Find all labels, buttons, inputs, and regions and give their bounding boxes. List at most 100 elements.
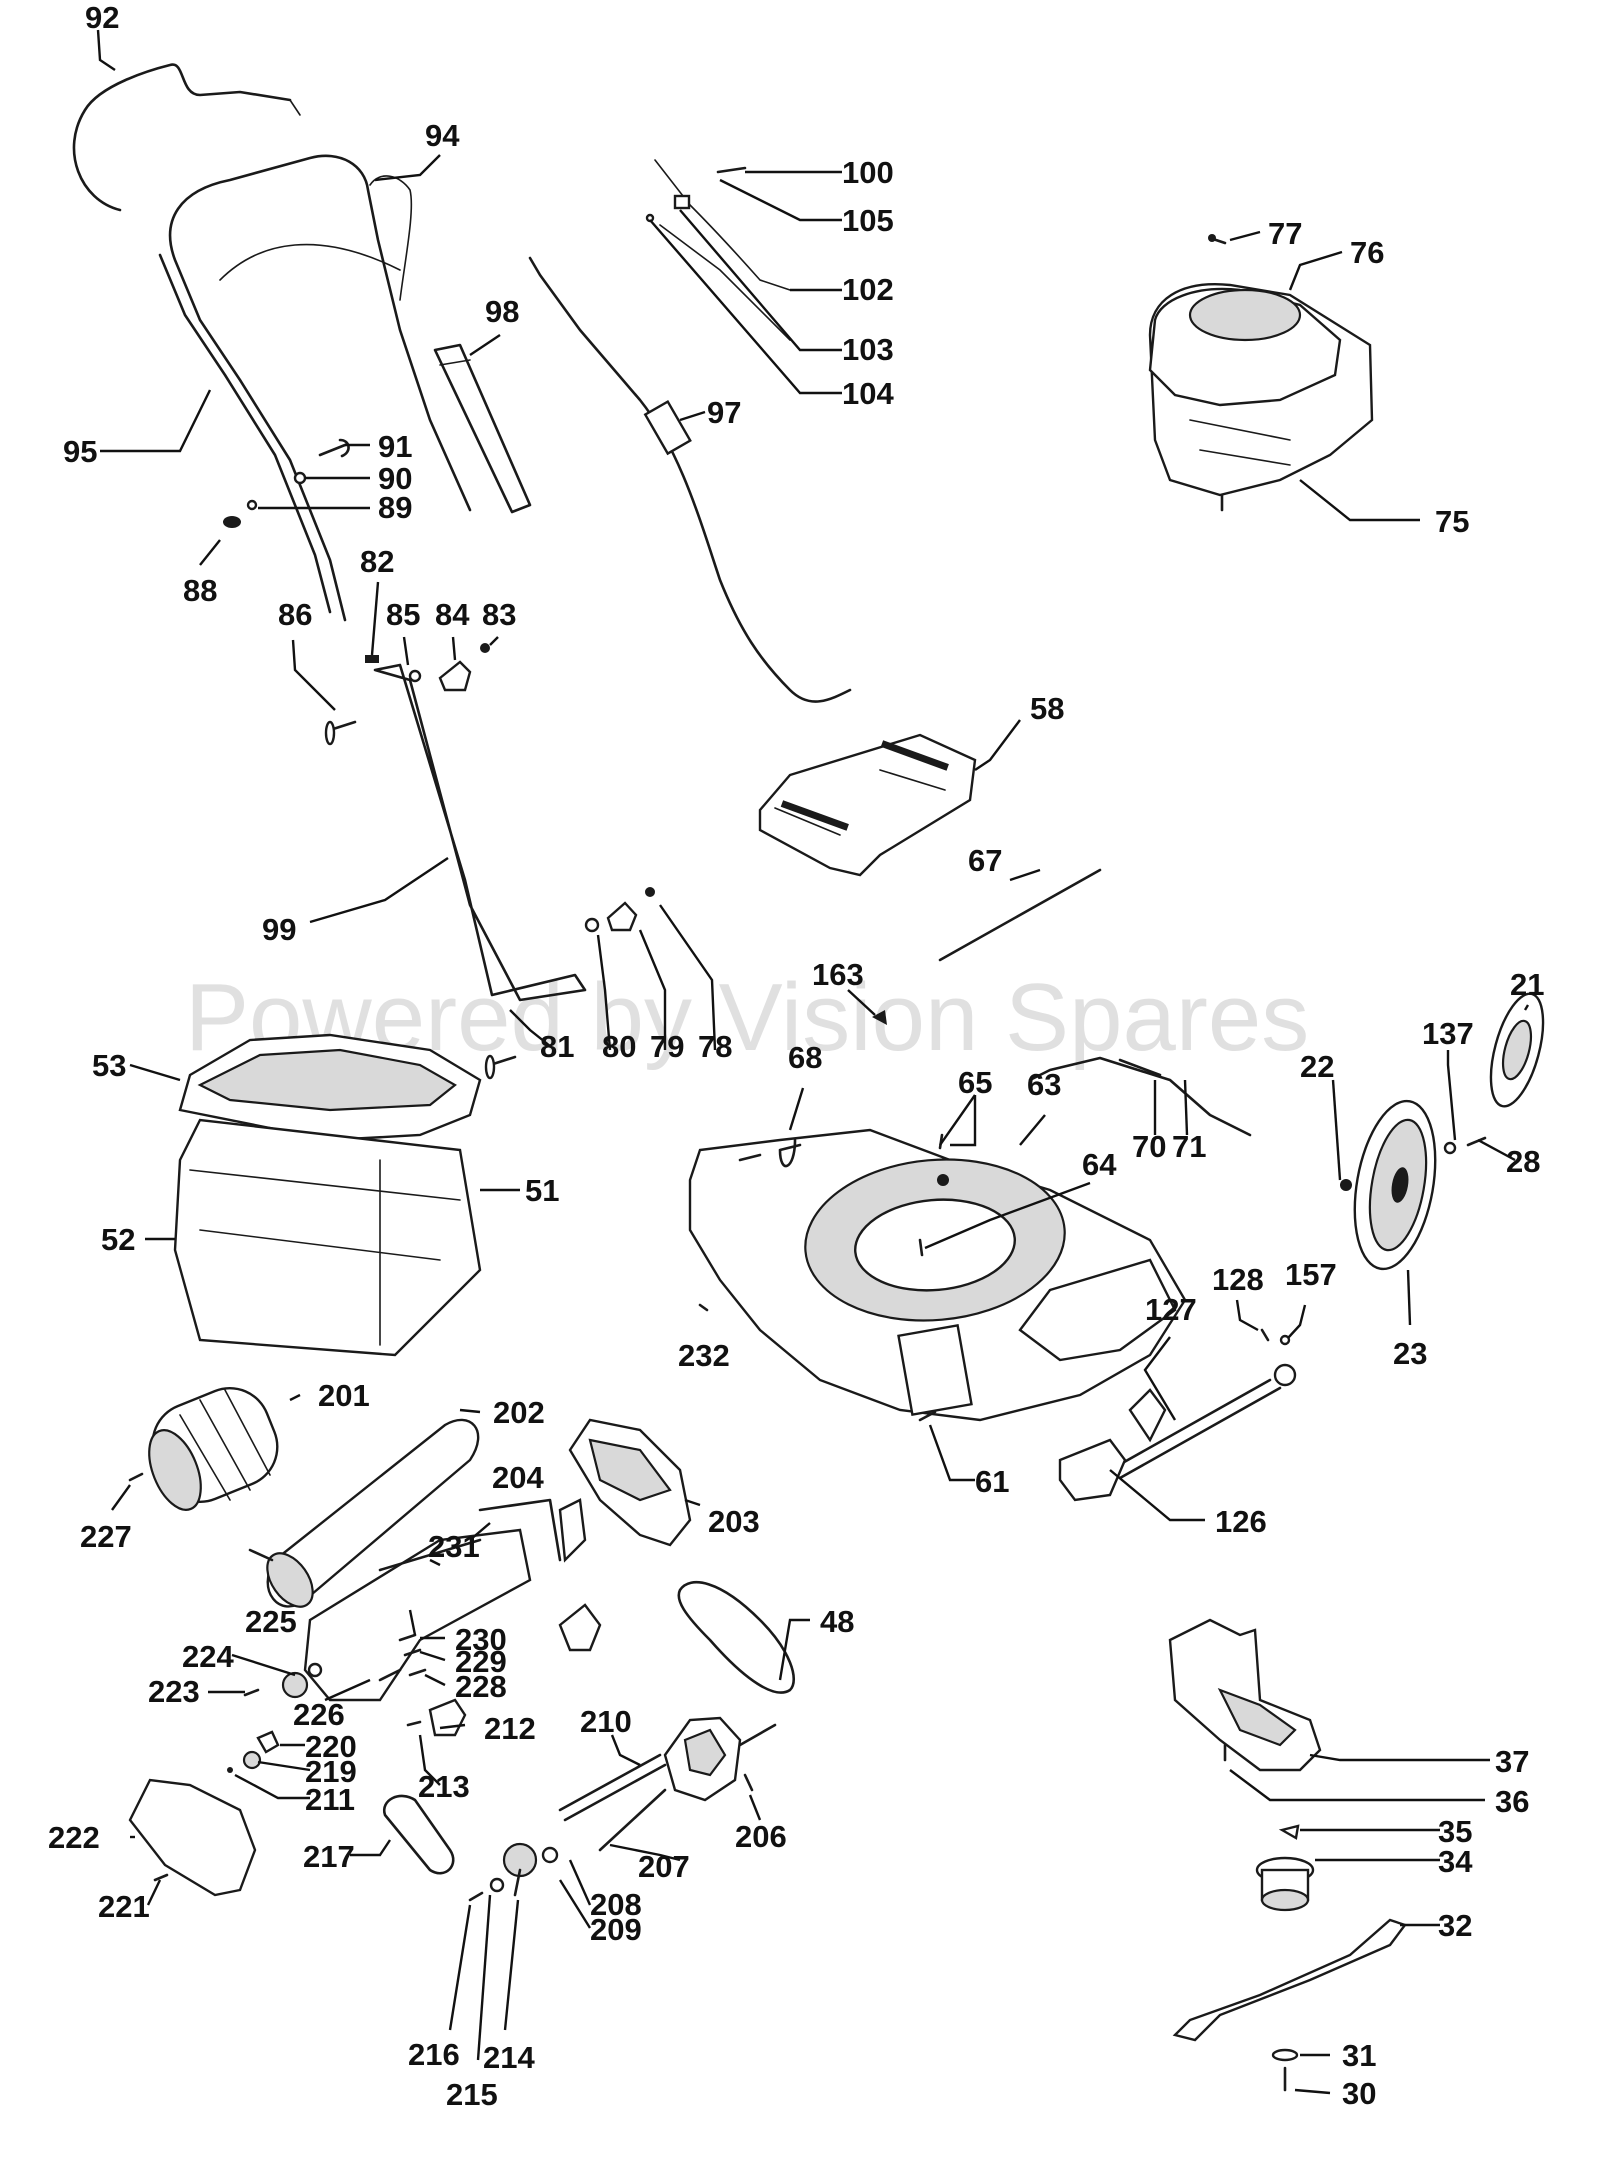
part-label-207: 207	[638, 1849, 690, 1884]
part-wheel-23	[1353, 1099, 1437, 1271]
part-label-77: 77	[1268, 216, 1302, 251]
part-nut-88	[223, 516, 241, 528]
part-bolt-230	[398, 1633, 417, 1642]
part-label-231: 231	[428, 1529, 480, 1564]
part-cable-102	[654, 159, 791, 291]
part-label-102: 102	[842, 272, 894, 307]
part-label-32: 32	[1438, 1908, 1472, 1943]
part-roller-201	[148, 1387, 279, 1511]
part-lever-71	[1028, 1056, 1252, 1137]
part-label-209: 209	[590, 1912, 642, 1947]
part-label-88: 88	[183, 573, 217, 608]
part-label-100: 100	[842, 155, 894, 190]
part-label-208: 208	[590, 1887, 642, 1922]
part-screw-213	[406, 1720, 422, 1727]
part-axle-127	[1108, 1378, 1272, 1472]
part-label-83: 83	[482, 597, 516, 632]
part-label-105: 105	[842, 203, 894, 238]
part-rod-67	[938, 868, 1102, 962]
part-label-98: 98	[485, 294, 519, 329]
part-shaft-231	[378, 1538, 482, 1572]
part-nut-22	[1340, 1179, 1352, 1191]
part-label-97: 97	[707, 395, 741, 430]
part-label-232: 232	[678, 1338, 730, 1373]
part-bushing-225	[307, 1662, 323, 1678]
part-label-203: 203	[708, 1504, 760, 1539]
part-cable-92	[72, 63, 292, 212]
part-switch-cable-94	[369, 175, 413, 301]
part-deck-63	[688, 1128, 1187, 1422]
part-gearbox-207	[598, 1716, 777, 1852]
part-label-230: 230	[455, 1622, 507, 1657]
part-label-23: 23	[1393, 1336, 1427, 1371]
part-bracket-126	[1058, 1438, 1127, 1502]
part-label-223: 223	[148, 1674, 200, 1709]
part-throttle-cable-97	[528, 256, 852, 703]
part-label-52: 52	[101, 1222, 135, 1257]
part-label-80: 80	[602, 1029, 636, 1064]
part-clip-229	[403, 1648, 422, 1657]
part-screw-227	[128, 1472, 144, 1482]
part-washer-90	[293, 471, 307, 485]
part-key-35	[1278, 1824, 1300, 1840]
part-label-53: 53	[92, 1048, 126, 1083]
part-label-216: 216	[408, 2037, 460, 2072]
part-label-22: 22	[1300, 1049, 1334, 1084]
part-label-63: 63	[1027, 1067, 1061, 1102]
part-upper-handle-95	[168, 154, 472, 622]
part-washer-89	[246, 499, 258, 511]
part-label-67: 67	[968, 843, 1002, 878]
part-ring-157	[1279, 1334, 1291, 1346]
part-label-36: 36	[1495, 1784, 1529, 1819]
part-knob-84	[438, 660, 472, 692]
leader-lines	[96, 29, 1530, 2095]
part-label-61: 61	[975, 1464, 1009, 1499]
part-label-75: 75	[1435, 504, 1469, 539]
part-label-86: 86	[278, 597, 312, 632]
part-label-90: 90	[378, 461, 412, 496]
part-frame-204	[303, 1498, 602, 1702]
part-label-85: 85	[386, 597, 420, 632]
part-label-206: 206	[735, 1819, 787, 1854]
part-label-31: 31	[1342, 2038, 1376, 2073]
part-screw-228	[408, 1668, 427, 1677]
part-label-201: 201	[318, 1378, 370, 1413]
part-label-103: 103	[842, 332, 894, 367]
part-label-220: 220	[305, 1729, 357, 1764]
part-label-70: 70	[1132, 1129, 1166, 1164]
part-label-215: 215	[446, 2077, 498, 2112]
part-label-92: 92	[85, 0, 119, 35]
part-label-163: 163	[812, 957, 864, 992]
part-label-225: 225	[245, 1604, 297, 1639]
part-mulch-plug-37	[1168, 1618, 1322, 1772]
part-label-64: 64	[1082, 1147, 1117, 1182]
part-nut-83	[480, 643, 490, 653]
part-label-204: 204	[492, 1460, 544, 1495]
part-rear-flap-58	[758, 733, 977, 877]
part-screw-28	[1466, 1136, 1487, 1147]
part-label-95: 95	[63, 434, 97, 469]
part-label-71: 71	[1172, 1129, 1206, 1164]
part-label-37: 37	[1495, 1744, 1529, 1779]
part-nut-78	[645, 887, 655, 897]
part-label-202: 202	[493, 1395, 545, 1430]
part-belt-48	[677, 1580, 795, 1694]
part-spring-226	[378, 1668, 402, 1682]
part-label-221: 221	[98, 1889, 150, 1924]
part-label-28: 28	[1506, 1144, 1540, 1179]
part-blade-32	[1172, 1918, 1407, 2042]
part-lower-handle-99	[373, 663, 587, 1002]
part-roller-202	[248, 1418, 480, 1608]
part-control-bar-98	[433, 343, 532, 514]
part-blade-adapter-34	[1255, 1856, 1315, 1912]
part-label-217: 217	[303, 1839, 355, 1874]
part-bolt-91	[318, 438, 350, 458]
part-label-48: 48	[820, 1604, 854, 1639]
part-label-214: 214	[483, 2040, 535, 2075]
part-pin-214	[513, 1868, 522, 1897]
part-label-137: 137	[1422, 1016, 1474, 1051]
part-gear-224	[281, 1671, 309, 1699]
part-washer-215	[489, 1877, 505, 1893]
part-bearing-220	[256, 1730, 280, 1754]
